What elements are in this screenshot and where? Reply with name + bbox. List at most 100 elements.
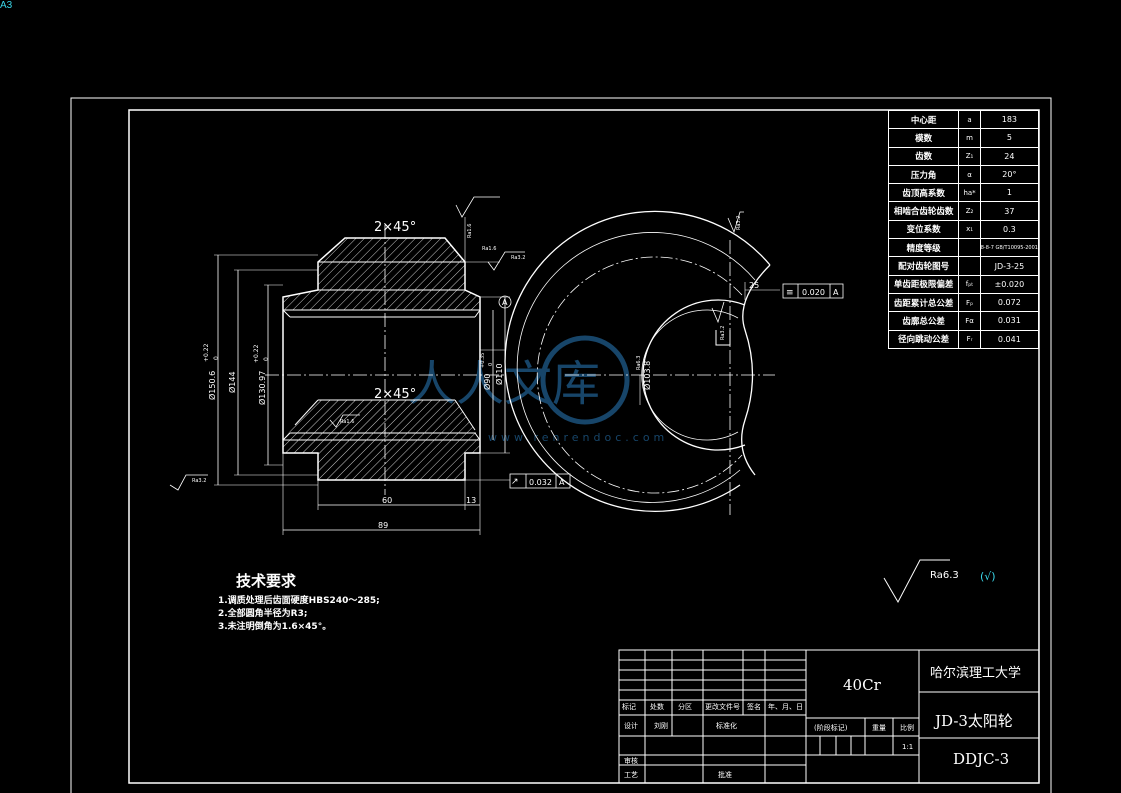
dim-root-tol2: 0 [263, 357, 270, 361]
dim-keyway: Ø103.8 [642, 361, 652, 390]
dim-144: Ø144 [227, 371, 237, 393]
tb-label-change-doc: 更改文件号 [705, 703, 740, 711]
tb-standardization: 标准化 [716, 722, 737, 730]
dim-60: 60 [382, 496, 392, 505]
rough-e: Ra6.3 [636, 356, 642, 370]
technical-requirements: 技术要求 1.调质处理后齿面硬度HBS240～285; 2.全部圆角半径为R3;… [218, 570, 380, 634]
param-name: 齿顶高系数 [887, 183, 960, 203]
param-name: 压力角 [887, 164, 960, 185]
param-value: 20° [979, 164, 1040, 185]
tb-approve: 批准 [718, 771, 732, 779]
param-value: 24 [979, 146, 1040, 166]
param-name: 齿数 [887, 146, 960, 166]
runout-value: 0.032 [529, 478, 552, 487]
runout-symbol: ↗ [511, 477, 519, 487]
tb-review: 审核 [624, 757, 638, 765]
dim-110: Ø110 [494, 363, 504, 385]
param-symbol: a [958, 109, 981, 130]
material: 40Cr [843, 676, 881, 694]
param-name: 单齿距极限偏差 [887, 274, 960, 294]
part-name: JD-3太阳轮 [935, 712, 1013, 730]
sheet-size-label: A3 [0, 0, 13, 11]
datum-a: A [502, 298, 508, 307]
param-symbol: Z₁ [958, 146, 981, 166]
tb-scale: 比例 [900, 724, 914, 732]
tb-label-zone: 分区 [678, 703, 692, 711]
tb-scale-value: 1:1 [902, 743, 914, 751]
tb-label-mark: 标记 [622, 703, 636, 711]
tb-stage-mark: (阶段标记) [814, 724, 848, 732]
end-view [504, 210, 844, 515]
tb-weight: 重量 [872, 724, 886, 732]
param-symbol: m [958, 128, 981, 148]
runout-datum: A [559, 478, 565, 487]
dim-bore: Ø90 [482, 374, 492, 390]
note-item-3: 3.未注明倒角为1.6×45°。 [218, 622, 332, 632]
symmetry-datum: A [833, 288, 839, 297]
rough-g: Ra3.2 [720, 326, 726, 340]
param-symbol [958, 238, 981, 258]
tb-label-sign: 签名 [747, 703, 761, 711]
param-symbol [958, 256, 981, 276]
param-symbol: x₁ [958, 219, 981, 240]
rough-c: Ra1.6 [340, 419, 354, 425]
chamfer-top-label: 2×45° [374, 220, 416, 235]
rough-general-mark: (√) [980, 570, 996, 583]
notes-title: 技术要求 [236, 572, 297, 590]
param-name: 精度等级 [887, 238, 960, 258]
param-symbol: Fᵣ [958, 329, 981, 349]
param-value: 183 [979, 109, 1040, 130]
param-symbol: Z₂ [958, 201, 981, 221]
inner-frame [128, 109, 1040, 784]
dim-outer-tol: +0.22 [203, 343, 210, 362]
param-value: 0.072 [979, 292, 1040, 313]
tb-process: 工艺 [624, 771, 638, 779]
param-name: 模数 [887, 128, 960, 148]
rough-a: Ra1.6 [482, 246, 496, 252]
rough-general: Ra6.3 [930, 570, 959, 581]
symmetry-value: 0.020 [802, 288, 825, 297]
school-name: 哈尔滨理工大学 [930, 666, 1022, 681]
param-value: ±0.020 [979, 274, 1040, 294]
tb-designer: 刘刚 [654, 722, 668, 730]
param-name: 变位系数 [887, 219, 960, 240]
dim-25: 25 [749, 281, 759, 290]
param-value: 0.031 [979, 311, 1040, 331]
rough-side: Ra1.6 [467, 224, 473, 238]
rough-f: Ra3.2 [736, 216, 742, 230]
section-view-labels: 2×45° 2×45° 60 13 89 A ↗ 0.032 A Ra1.6 R… [192, 220, 565, 530]
tb-label-count: 处数 [650, 703, 664, 711]
symmetry-symbol: ≡ [786, 288, 794, 298]
dim-bore-tol2: 0 [488, 363, 494, 366]
dim-bore-tol: +0.35 [480, 353, 486, 368]
param-value: 0.3 [979, 219, 1040, 240]
dim-outer-tol2: 0 [213, 356, 220, 360]
end-view-labels: 25 ≡ 0.020 A Ø103.8 Ra6.3 Ra3.2 Ra3.2 [636, 216, 839, 390]
param-name: 径向跳动公差 [887, 329, 960, 349]
tb-design: 设计 [624, 722, 638, 730]
dim-13: 13 [466, 496, 476, 505]
chamfer-inner-label: 2×45° [374, 387, 416, 402]
rough-d: Ra3.2 [192, 478, 206, 484]
param-name: 中心距 [887, 109, 960, 130]
dim-root-tol: +0.22 [253, 344, 260, 363]
param-name: 配对齿轮图号 [887, 256, 960, 276]
drawing-number: DDJC-3 [953, 750, 1010, 768]
dim-89: 89 [378, 521, 388, 530]
section-view [169, 196, 571, 535]
param-value: 0.041 [979, 329, 1040, 349]
watermark-url: www.renrendoc.com [488, 431, 668, 444]
general-roughness: Ra6.3 (√) [883, 559, 996, 604]
param-symbol: Fα [958, 311, 981, 331]
